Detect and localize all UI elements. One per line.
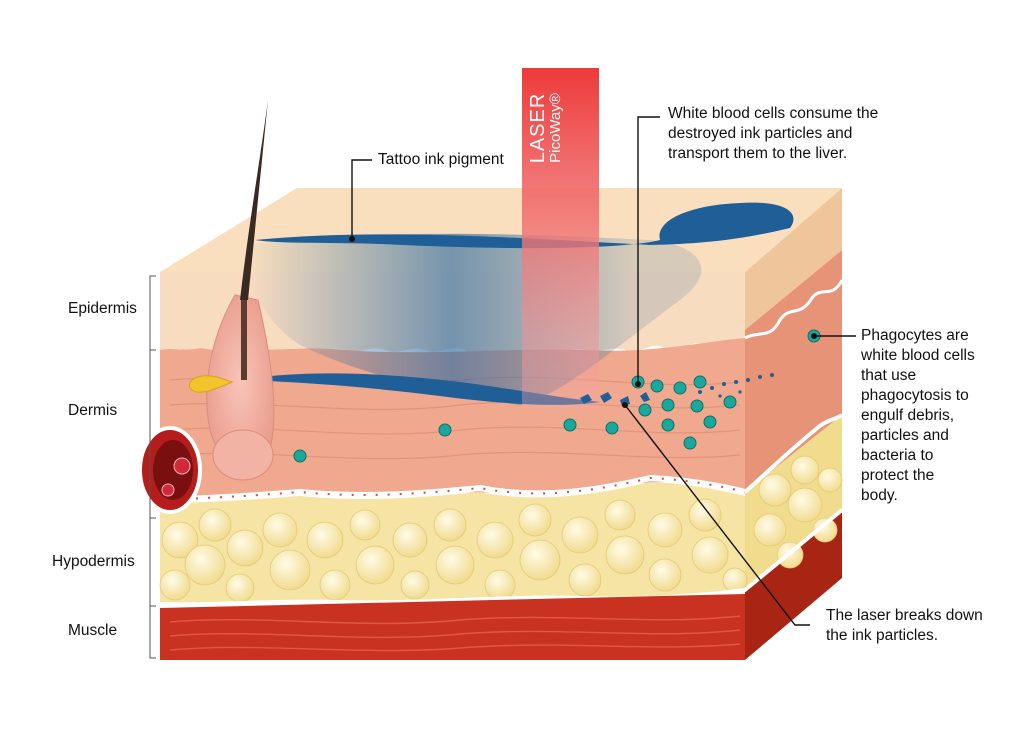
white-cells-line-1: White blood cells consume the [668, 105, 879, 122]
laser-brand: PicoWay® [547, 93, 564, 163]
white-cells-line-3: transport them to the liver. [668, 145, 848, 162]
layer-bracket [149, 275, 156, 659]
phagocytes-line-1: Phagocytes are [861, 327, 969, 344]
dermis-label: Dermis [68, 402, 118, 419]
laser-label-group: LASER PicoWay® [527, 43, 568, 213]
hypodermis-label: Hypodermis [52, 553, 135, 570]
phagocytes-line-8: protect the [861, 467, 935, 484]
callout-dots [349, 236, 817, 408]
tattoo-ink-pigment-label: Tattoo ink pigment [378, 151, 504, 168]
muscle-fibers [169, 615, 741, 652]
phagocytes-line-7: bacteria to [861, 447, 934, 464]
laser-beam [522, 68, 599, 408]
white-cells-line-2: destroyed ink particles and [668, 125, 853, 142]
phagocytes-line-3: that use [861, 367, 917, 384]
phagocytes-line-2: white blood cells [861, 347, 975, 364]
tattoo-ink-lower [240, 373, 600, 405]
ink-fragments [580, 373, 774, 406]
hair-follicle [206, 100, 275, 481]
laser-breaks-line-1: The laser breaks down [826, 607, 983, 624]
tattoo-ink-upper [255, 202, 794, 249]
phagocytes-callout: Phagocytes are white blood cells that us… [861, 326, 975, 506]
phagocytes-line-6: particles and [861, 427, 949, 444]
block-side-face [745, 188, 842, 660]
epidermis-label: Epidermis [68, 300, 137, 317]
sebaceous-gland [188, 375, 234, 393]
white-blood-cells-callout: White blood cells consume the destroyed … [668, 104, 878, 164]
laser-breaks-line-2: the ink particles. [826, 627, 938, 644]
phagocytes-line-5: engulf debris, [861, 407, 955, 424]
muscle-label: Muscle [68, 622, 118, 639]
laser-breaks-callout: The laser breaks down the ink particles. [826, 606, 983, 646]
phagocytes-line-4: phagocytosis to [861, 387, 969, 404]
muscle-layer [160, 594, 745, 660]
dermis-hypodermis-boundary [159, 474, 746, 503]
blood-vessel [138, 426, 202, 514]
phagocytes-line-9: body. [861, 487, 898, 504]
callout-leader-lines [351, 116, 856, 626]
laser-label: LASER [527, 92, 549, 164]
